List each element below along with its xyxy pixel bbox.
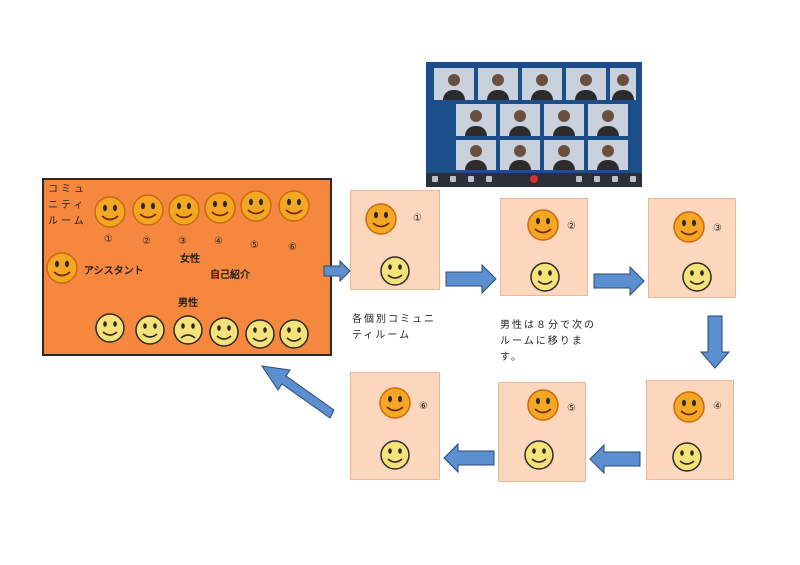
room-4-number: ④ <box>713 401 722 412</box>
breakout-rooms-caption: 各個別コミュニ ティルーム <box>352 314 436 341</box>
woman-5-number: ⑤ <box>250 240 259 251</box>
assistant-label: アシスタント <box>84 266 144 277</box>
video-tile <box>544 140 584 170</box>
arrow-room-3-to-room-4 <box>699 315 731 369</box>
video-tile <box>588 140 628 170</box>
woman-2-number: ② <box>142 236 151 247</box>
main-room-label: コミュ ニティ ルーム <box>48 184 87 227</box>
arrow-room-4-to-room-5 <box>589 443 641 475</box>
room-1-number: ① <box>413 213 422 224</box>
arrow-room-5-to-room-6 <box>443 442 495 474</box>
video-tile <box>610 68 636 100</box>
video-tile <box>456 104 496 136</box>
woman-6-number: ⑥ <box>288 242 297 253</box>
breakout-room-6: ⑥ <box>350 372 440 480</box>
room-6-number: ⑥ <box>419 401 428 412</box>
video-tile <box>456 140 496 170</box>
woman-3-number: ③ <box>178 236 187 247</box>
video-tile <box>500 140 540 170</box>
video-tile <box>522 68 562 100</box>
rotation-caption: 男性は８分で次の ルームに移りま す。 <box>500 320 596 363</box>
arrow-main-to-room-1 <box>323 259 351 283</box>
arrow-room-1-to-room-2 <box>445 263 497 295</box>
video-tile <box>588 104 628 136</box>
woman-4-number: ④ <box>214 236 223 247</box>
breakout-room-3: ③ <box>648 198 736 298</box>
video-tile <box>500 104 540 136</box>
video-toolbar <box>426 173 642 187</box>
video-tile <box>544 104 584 136</box>
arrow-room-6-to-main <box>260 365 335 419</box>
breakout-room-2: ② <box>500 198 588 296</box>
room-2-number: ② <box>567 221 576 232</box>
video-tile <box>566 68 606 100</box>
video-conference-screenshot <box>426 62 642 187</box>
video-tile <box>434 68 474 100</box>
women-label: 女性 <box>180 254 200 265</box>
woman-1-number: ① <box>104 234 113 245</box>
breakout-room-5: ⑤ <box>498 382 586 482</box>
arrow-room-2-to-room-3 <box>593 265 645 297</box>
main-community-room: コミュ ニティ ルーム <box>42 178 332 356</box>
self-intro-label: 自己紹介 <box>210 270 250 281</box>
room-3-number: ③ <box>713 223 722 234</box>
video-tile <box>478 68 518 100</box>
men-label: 男性 <box>178 298 198 309</box>
breakout-room-4: ④ <box>646 380 734 480</box>
breakout-room-1: ① <box>350 190 440 290</box>
room-5-number: ⑤ <box>567 403 576 414</box>
